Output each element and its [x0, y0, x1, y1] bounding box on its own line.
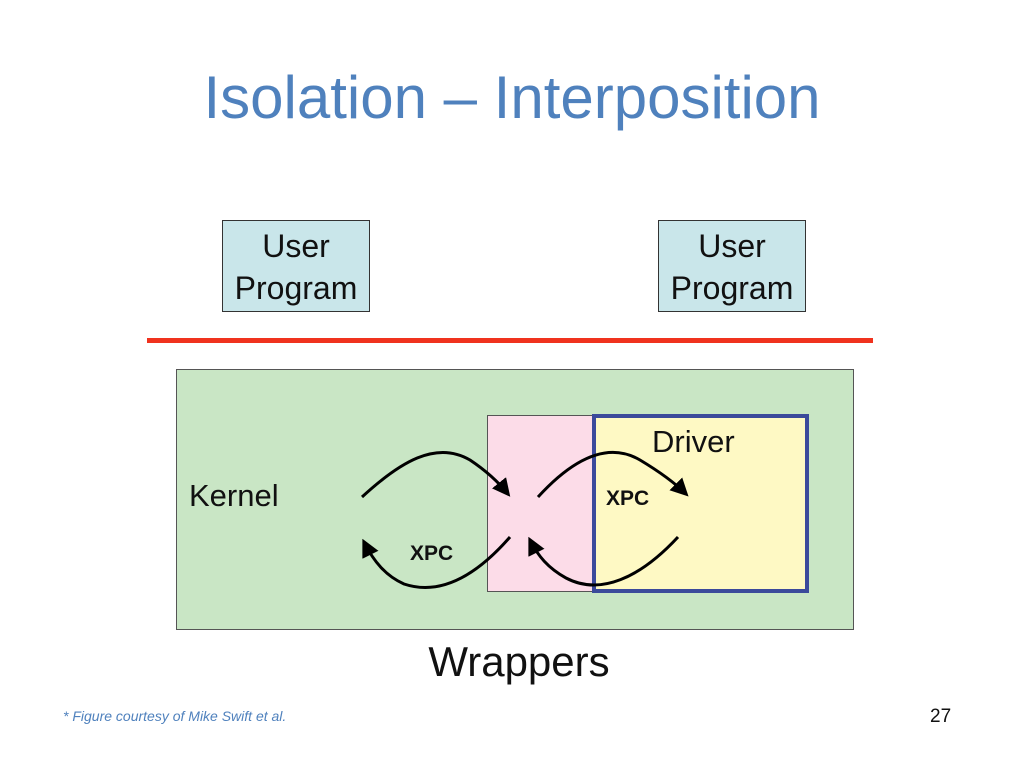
xpc-label-right: XPC: [606, 487, 650, 510]
user-program-right-line1: User: [698, 228, 766, 264]
slide-title: Isolation – Interposition: [203, 64, 821, 131]
user-program-left-line1: User: [262, 228, 330, 264]
xpc-label-left: XPC: [410, 542, 454, 565]
driver-label: Driver: [652, 424, 735, 459]
user-program-box-right: User Program: [658, 220, 806, 312]
kernel-label: Kernel: [189, 478, 279, 513]
user-program-box-left: User Program: [222, 220, 370, 312]
wrappers-label: Wrappers: [428, 638, 610, 685]
figure-credit-footnote: * Figure courtesy of Mike Swift et al.: [63, 708, 287, 724]
user-program-left-line2: Program: [234, 270, 358, 306]
wrapper-box: [487, 415, 599, 592]
user-kernel-boundary-line: [147, 338, 873, 343]
user-program-right-line2: Program: [670, 270, 794, 306]
page-number: 27: [930, 706, 952, 727]
